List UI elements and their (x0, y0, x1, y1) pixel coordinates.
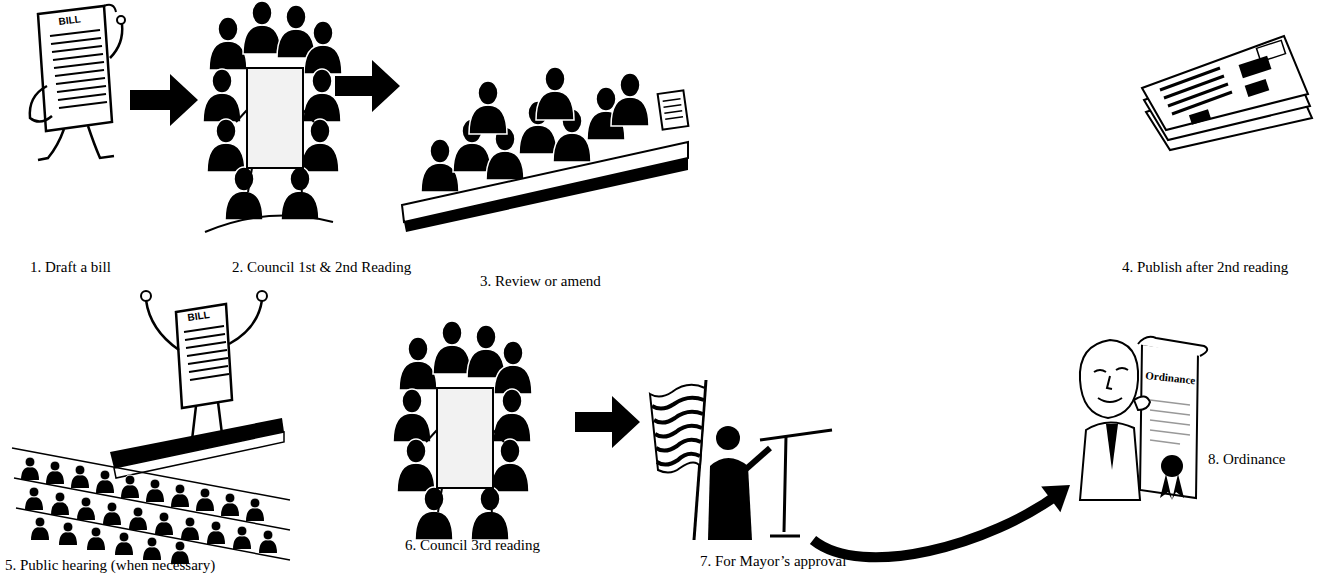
process-step: 2. Council 1st & 2nd Reading (198, 10, 335, 235)
step-caption: 3. Review or amend (480, 272, 601, 290)
bill-character (30, 5, 125, 160)
step-caption: 2. Council 1st & 2nd Reading (232, 258, 411, 276)
step-caption: 5. Public hearing (when necessary) (5, 556, 215, 574)
process-step: 5. Public hearing (when necessary) (10, 290, 290, 555)
step-caption: 6. Council 3rd reading (405, 536, 540, 554)
flow-arrow (575, 396, 640, 448)
process-step: 1. Draft a bill (25, 5, 130, 170)
step-caption: 7. For Mayor’s approval (700, 552, 846, 570)
flow-arrow (813, 485, 1070, 557)
ordinance-certificate (1080, 337, 1207, 500)
public-hearing (12, 291, 290, 564)
process-step: 8. Ordinance (1070, 335, 1205, 505)
step-caption: 4. Publish after 2nd reading (1122, 258, 1288, 276)
council-group (393, 321, 532, 540)
newspaper (1142, 36, 1312, 150)
step-caption: 8. Ordinance (1208, 450, 1285, 468)
flow-arrow (130, 74, 198, 126)
step-caption: 1. Draft a bill (30, 258, 111, 276)
mayor-at-podium (650, 380, 832, 540)
council-group (203, 1, 342, 232)
flow-arrow (335, 60, 400, 112)
process-step: 3. Review or amend (400, 65, 690, 233)
process-step: 6. Council 3rd reading (400, 330, 575, 530)
process-step: 7. For Mayor’s approval (640, 375, 835, 540)
process-step: 4. Publish after 2nd reading (1140, 10, 1315, 150)
review-committee (402, 67, 688, 232)
